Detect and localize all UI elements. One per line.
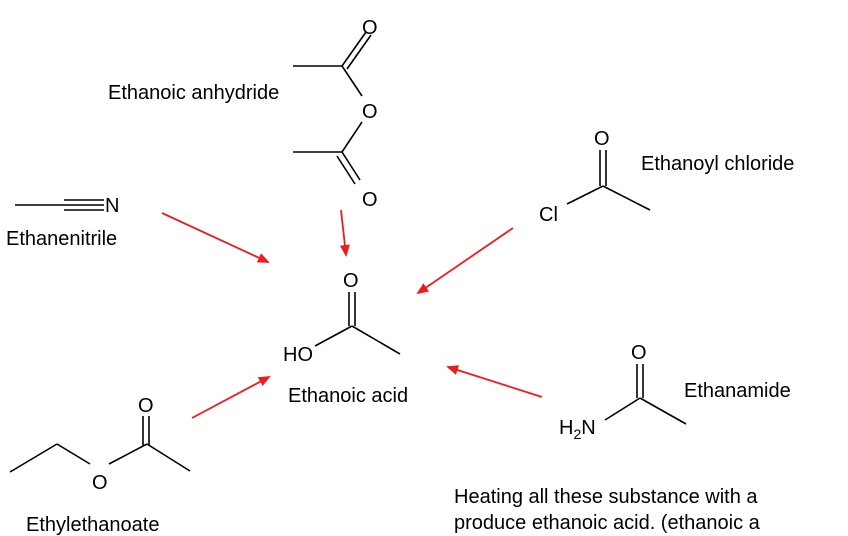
note-line-1: Heating all these substance with a — [454, 486, 758, 508]
hydrolysis-note: Heating all these substance with a produ… — [454, 484, 848, 536]
nitrogen-atom: N — [105, 195, 119, 217]
chlorine-atom: Cl — [539, 204, 558, 226]
acid-carbonyl-oxygen: O — [343, 270, 359, 292]
arrow-chloride-to-acid — [416, 227, 514, 295]
label-ethanoyl-chloride: Ethanoyl chloride — [641, 153, 794, 175]
hydroxyl-group: HO — [283, 344, 313, 366]
amide-oxygen: O — [631, 342, 647, 364]
note-line-2: produce ethanoic acid. (ethanoic a — [454, 512, 760, 534]
anhydride-oxygen-bridge: O — [362, 101, 378, 123]
ester-oxygen: O — [92, 472, 108, 494]
label-ethanamide: Ethanamide — [684, 380, 791, 402]
label-ethylethanoate: Ethylethanoate — [26, 514, 159, 536]
ester-carbonyl-oxygen: O — [138, 395, 154, 417]
anhydride-oxygen-bottom: O — [362, 189, 378, 211]
arrow-amide-to-acid — [446, 365, 543, 398]
anhydride-oxygen-top: O — [362, 17, 378, 39]
anhydride-structure: O O O — [293, 17, 378, 211]
amide-structure: O H2N — [559, 342, 687, 442]
arrow-nitrile-to-acid — [161, 212, 270, 263]
acyl-chloride-oxygen: O — [594, 128, 610, 150]
label-ethanoic-anhydride: Ethanoic anhydride — [108, 82, 279, 104]
nitrile-structure: N — [15, 195, 119, 217]
arrow-ester-to-acid — [191, 376, 271, 419]
amine-group: H2N — [559, 417, 596, 442]
ester-structure: O O — [9, 395, 191, 494]
acid-structure: O HO — [283, 270, 401, 366]
arrow-anhydride-to-acid — [339, 209, 350, 257]
label-ethanoic-acid: Ethanoic acid — [288, 385, 408, 407]
label-ethanenitrile: Ethanenitrile — [6, 228, 117, 250]
acyl-chloride-structure: O Cl — [539, 128, 651, 226]
